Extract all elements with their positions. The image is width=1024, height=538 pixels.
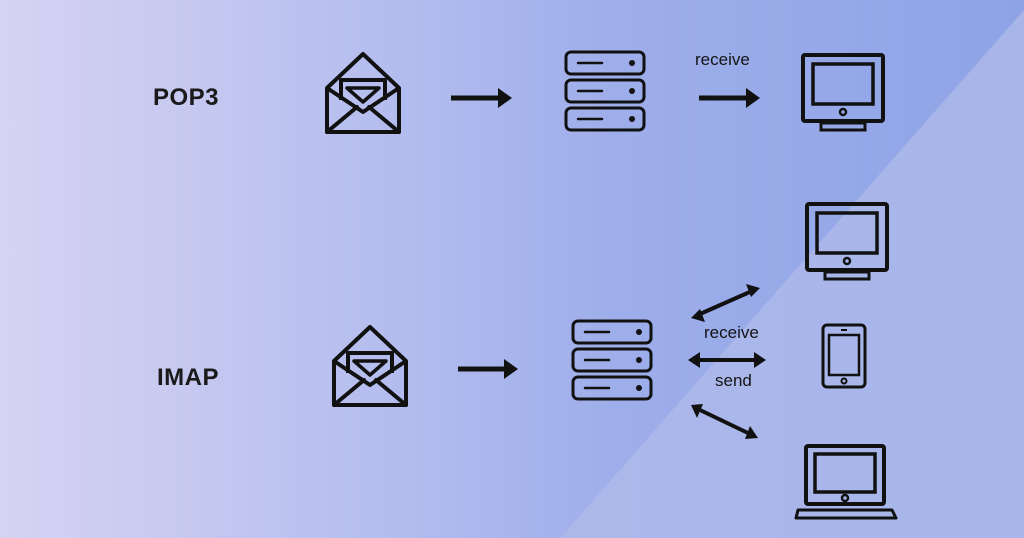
- pop3-receive-label: receive: [695, 50, 750, 69]
- pop3-label: POP3: [153, 84, 220, 111]
- desktop-monitor-icon: [801, 53, 885, 132]
- double-arrow-icon: [688, 352, 766, 368]
- arrow-right-icon: [451, 88, 512, 108]
- imap-send-label: send: [715, 371, 752, 390]
- smartphone-icon: [821, 323, 867, 389]
- double-arrow-icon: [691, 404, 758, 439]
- imap-receive-label: receive: [704, 323, 759, 342]
- arrow-right-icon: [699, 88, 760, 108]
- double-arrow-icon: [691, 284, 760, 322]
- open-envelope-icon: [325, 52, 401, 134]
- desktop-monitor-icon: [805, 202, 889, 281]
- open-envelope-icon: [332, 325, 408, 407]
- laptop-icon: [794, 444, 898, 520]
- server-stack-icon: [573, 321, 651, 399]
- imap-label: IMAP: [157, 364, 219, 391]
- server-stack-icon: [566, 52, 644, 130]
- arrow-right-icon: [458, 359, 518, 379]
